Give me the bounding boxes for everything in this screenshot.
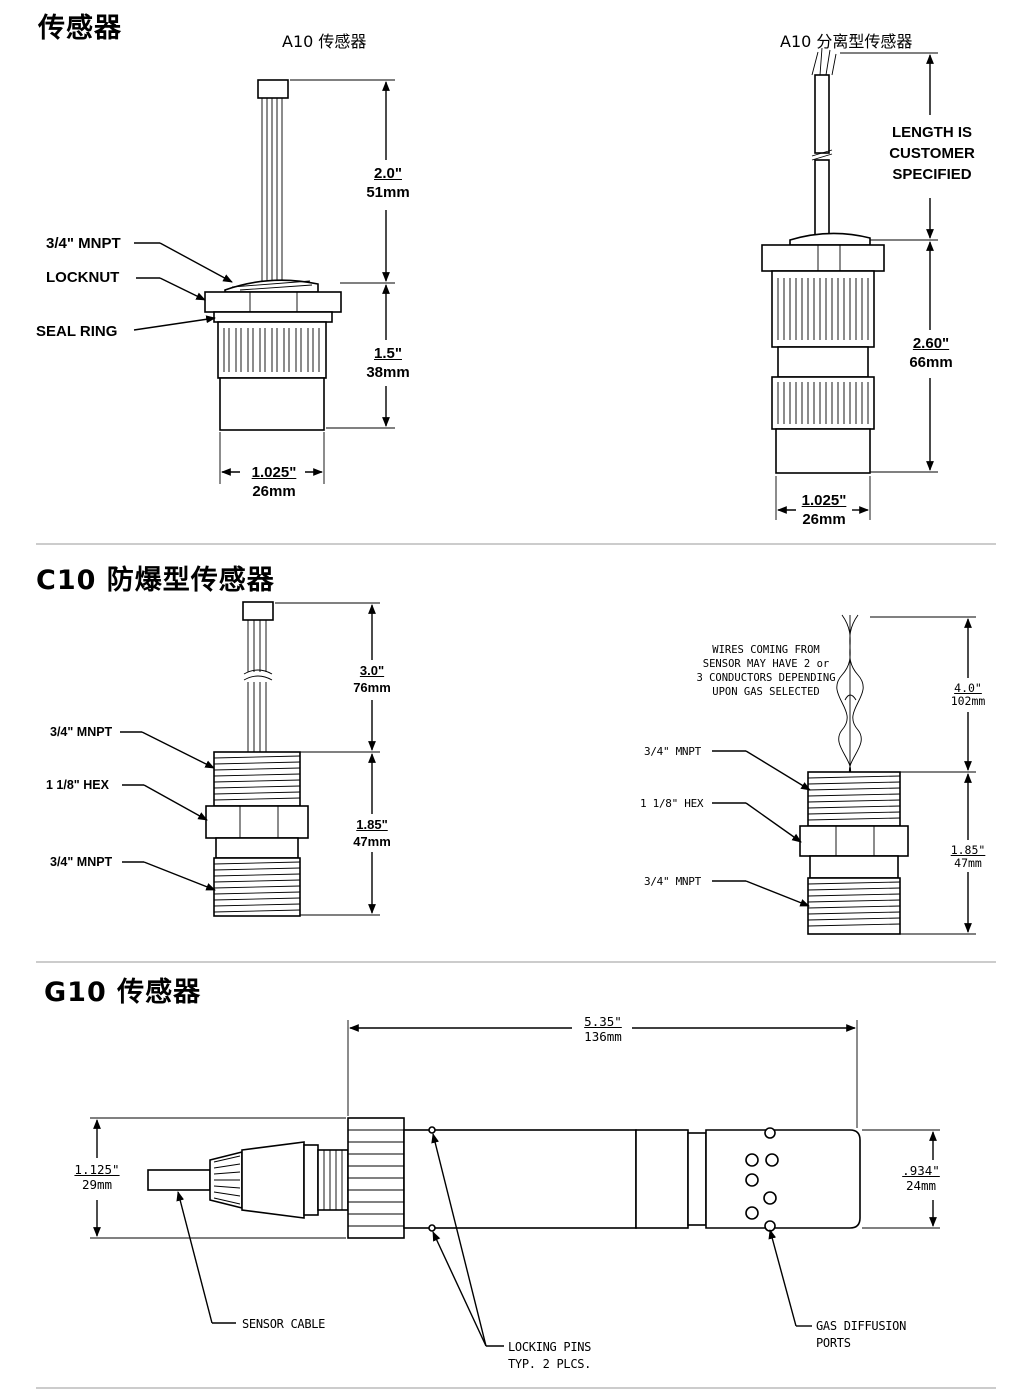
section-title-g10: G10 传感器 — [44, 977, 202, 1008]
a10-callout-mnpt: 3/4" MNPT — [46, 235, 121, 252]
c10-remote-dim-top-metric: 102mm — [950, 694, 986, 708]
g10-dim-right: .934" 24mm — [890, 1163, 952, 1193]
g10-dim-left: 1.125" 29mm — [66, 1162, 128, 1192]
a10-remote-dim-body-metric: 66mm — [909, 354, 953, 371]
a10-remote-length-note: LENGTH IS CUSTOMER SPECIFIED — [870, 122, 994, 185]
a10-dim-bottom-imperial: 1.5" — [374, 345, 402, 362]
g10-dim-right-imperial: .934" — [902, 1163, 940, 1178]
g10-dim-left-metric: 29mm — [81, 1177, 113, 1192]
c10-remote-dim-bottom-imperial: 1.85" — [950, 843, 986, 857]
c10-sensor-drawing — [120, 601, 380, 917]
g10-dim-length-imperial: 5.35" — [584, 1014, 622, 1029]
a10-dim-bottom-metric: 38mm — [366, 364, 410, 381]
a10-remote-dim-width-metric: 26mm — [802, 511, 846, 528]
c10-remote-dim-top-imperial: 4.0" — [954, 681, 982, 695]
section-title-a10: 传感器 — [38, 13, 122, 44]
c10-remote-callout-mnpt-bottom: 3/4" MNPT — [644, 875, 701, 888]
c10-dim-top-metric: 76mm — [353, 680, 391, 695]
c10-remote-dim-bottom: 1.85" 47mm — [942, 844, 994, 870]
c10-dim-top-imperial: 3.0" — [359, 663, 385, 678]
section-title-c10: C10 防爆型传感器 — [36, 565, 275, 596]
g10-dim-right-metric: 24mm — [905, 1178, 937, 1193]
a10-caption: A10 传感器 — [282, 32, 367, 51]
g10-callout-sensor-cable: SENSOR CABLE — [242, 1317, 326, 1331]
a10-remote-dim-width: 1.025" 26mm — [784, 491, 864, 529]
c10-dim-top: 3.0" 76mm — [342, 662, 402, 696]
c10-remote-wires-note: WIRES COMING FROM SENSOR MAY HAVE 2 or 3… — [696, 644, 836, 698]
c10-callout-mnpt-top: 3/4" MNPT — [50, 725, 113, 739]
c10-remote-dim-top: 4.0" 102mm — [942, 682, 994, 708]
c10-dim-bottom-metric: 47mm — [353, 834, 391, 849]
g10-callout-locking-pins-line1: LOCKING PINS — [508, 1340, 592, 1354]
c10-callout-mnpt-bottom: 3/4" MNPT — [50, 855, 113, 869]
a10-sensor-drawing — [133, 79, 395, 484]
a10-dim-width-metric: 26mm — [252, 483, 296, 500]
g10-dim-length: 5.35" 136mm — [572, 1014, 634, 1044]
a10-remote-sensor-drawing — [761, 47, 938, 520]
g10-sensor-drawing — [90, 1020, 940, 1347]
a10-remote-dim-body: 2.60" 66mm — [898, 334, 964, 372]
a10-dim-top-metric: 51mm — [366, 184, 410, 201]
a10-remote-note-line1: LENGTH IS — [891, 124, 972, 141]
g10-callout-gas-ports: GAS DIFFUSION PORTS — [816, 1318, 906, 1352]
c10-dim-bottom-imperial: 1.85" — [356, 817, 388, 832]
a10-remote-note-line3: SPECIFIED — [892, 166, 972, 183]
c10-remote-dim-bottom-metric: 47mm — [954, 856, 982, 870]
c10-remote-callout-mnpt-top: 3/4" MNPT — [644, 745, 701, 758]
a10-remote-dim-body-imperial: 2.60" — [912, 335, 950, 352]
a10-remote-note-line2: CUSTOMER — [889, 145, 975, 162]
g10-callout-gas-ports-line1: GAS DIFFUSION — [816, 1319, 907, 1333]
a10-dim-top-imperial: 2.0" — [374, 165, 402, 182]
g10-dim-length-metric: 136mm — [584, 1029, 622, 1044]
g10-dim-left-imperial: 1.125" — [74, 1162, 120, 1177]
a10-callout-locknut: LOCKNUT — [46, 269, 120, 286]
a10-dim-width: 1.025" 26mm — [236, 463, 312, 501]
a10-dim-width-imperial: 1.025" — [251, 464, 297, 481]
g10-callout-locking-pins: LOCKING PINS TYP. 2 PLCS. — [508, 1339, 591, 1373]
c10-callout-hex: 1 1/8" HEX — [46, 778, 109, 792]
g10-callout-locking-pins-line2: TYP. 2 PLCS. — [508, 1357, 592, 1371]
a10-dim-top: 2.0" 51mm — [356, 164, 420, 202]
c10-remote-sensor-drawing — [712, 614, 976, 935]
a10-callout-seal-ring: SEAL RING — [36, 323, 118, 340]
a10-remote-caption: A10 分离型传感器 — [780, 32, 913, 51]
g10-callout-gas-ports-line2: PORTS — [816, 1336, 851, 1350]
c10-remote-callout-hex: 1 1/8" HEX — [640, 797, 704, 810]
c10-dim-bottom: 1.85" 47mm — [342, 816, 402, 850]
a10-remote-dim-width-imperial: 1.025" — [801, 492, 847, 509]
a10-dim-bottom: 1.5" 38mm — [356, 344, 420, 382]
